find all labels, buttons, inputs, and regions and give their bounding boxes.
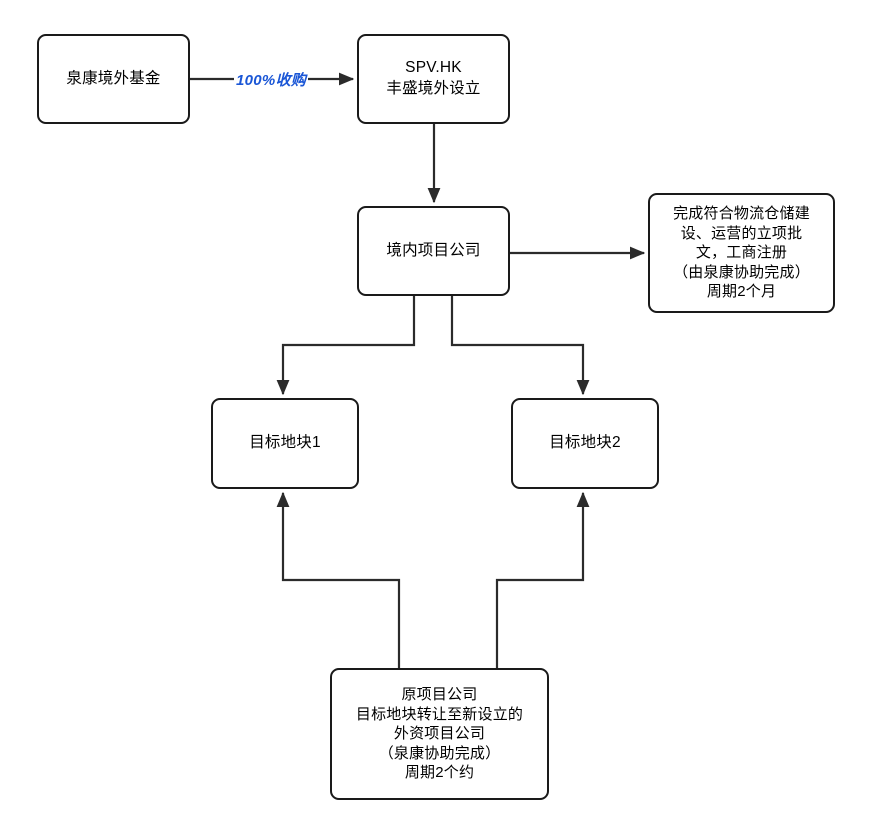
node-offshore-fund-label: 泉康境外基金 <box>66 69 161 87</box>
node-original-project-company[interactable]: 原项目公司 目标地块转让至新设立的 外资项目公司 （泉康协助完成） 周期2个约 <box>330 668 549 800</box>
node-target-parcel-1-label: 目标地块1 <box>249 434 321 452</box>
node-target-parcel-1[interactable]: 目标地块1 <box>211 398 359 489</box>
node-domestic-project-company-label: 境内项目公司 <box>386 241 481 259</box>
edge-label-acquisition: 100%收购 <box>234 69 309 90</box>
edge-domestic-to-parcel-2 <box>450 296 590 396</box>
node-original-project-company-label: 原项目公司 目标地块转让至新设立的 外资项目公司 （泉康协助完成） 周期2个约 <box>355 686 524 782</box>
edge-domestic-to-parcel-1 <box>276 296 416 396</box>
node-offshore-fund[interactable]: 泉康境外基金 <box>37 34 190 124</box>
edge-original-to-parcel-1 <box>276 491 401 668</box>
node-spv-hk[interactable]: SPV.HK 丰盛境外设立 <box>357 34 510 124</box>
node-spv-hk-label: SPV.HK 丰盛境外设立 <box>386 59 481 97</box>
node-approval-registration[interactable]: 完成符合物流仓储建 设、运营的立项批 文，工商注册 （由泉康协助完成） 周期2个… <box>648 193 835 313</box>
node-approval-registration-label: 完成符合物流仓储建 设、运营的立项批 文，工商注册 （由泉康协助完成） 周期2个… <box>673 205 810 301</box>
edge-original-to-parcel-2 <box>495 491 590 668</box>
node-target-parcel-2[interactable]: 目标地块2 <box>511 398 659 489</box>
node-target-parcel-2-label: 目标地块2 <box>549 434 621 452</box>
node-domestic-project-company[interactable]: 境内项目公司 <box>357 206 510 296</box>
